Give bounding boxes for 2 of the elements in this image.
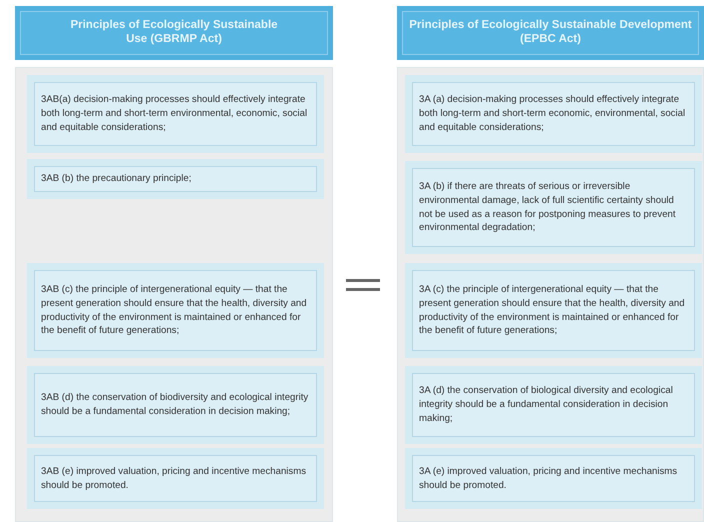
column-heading: Principles of Ecologically Sustainable Use (GBRMP Act) (20, 11, 328, 55)
column-heading: Principles of Ecologically Sustainable Development (EPBC Act) (402, 11, 699, 55)
